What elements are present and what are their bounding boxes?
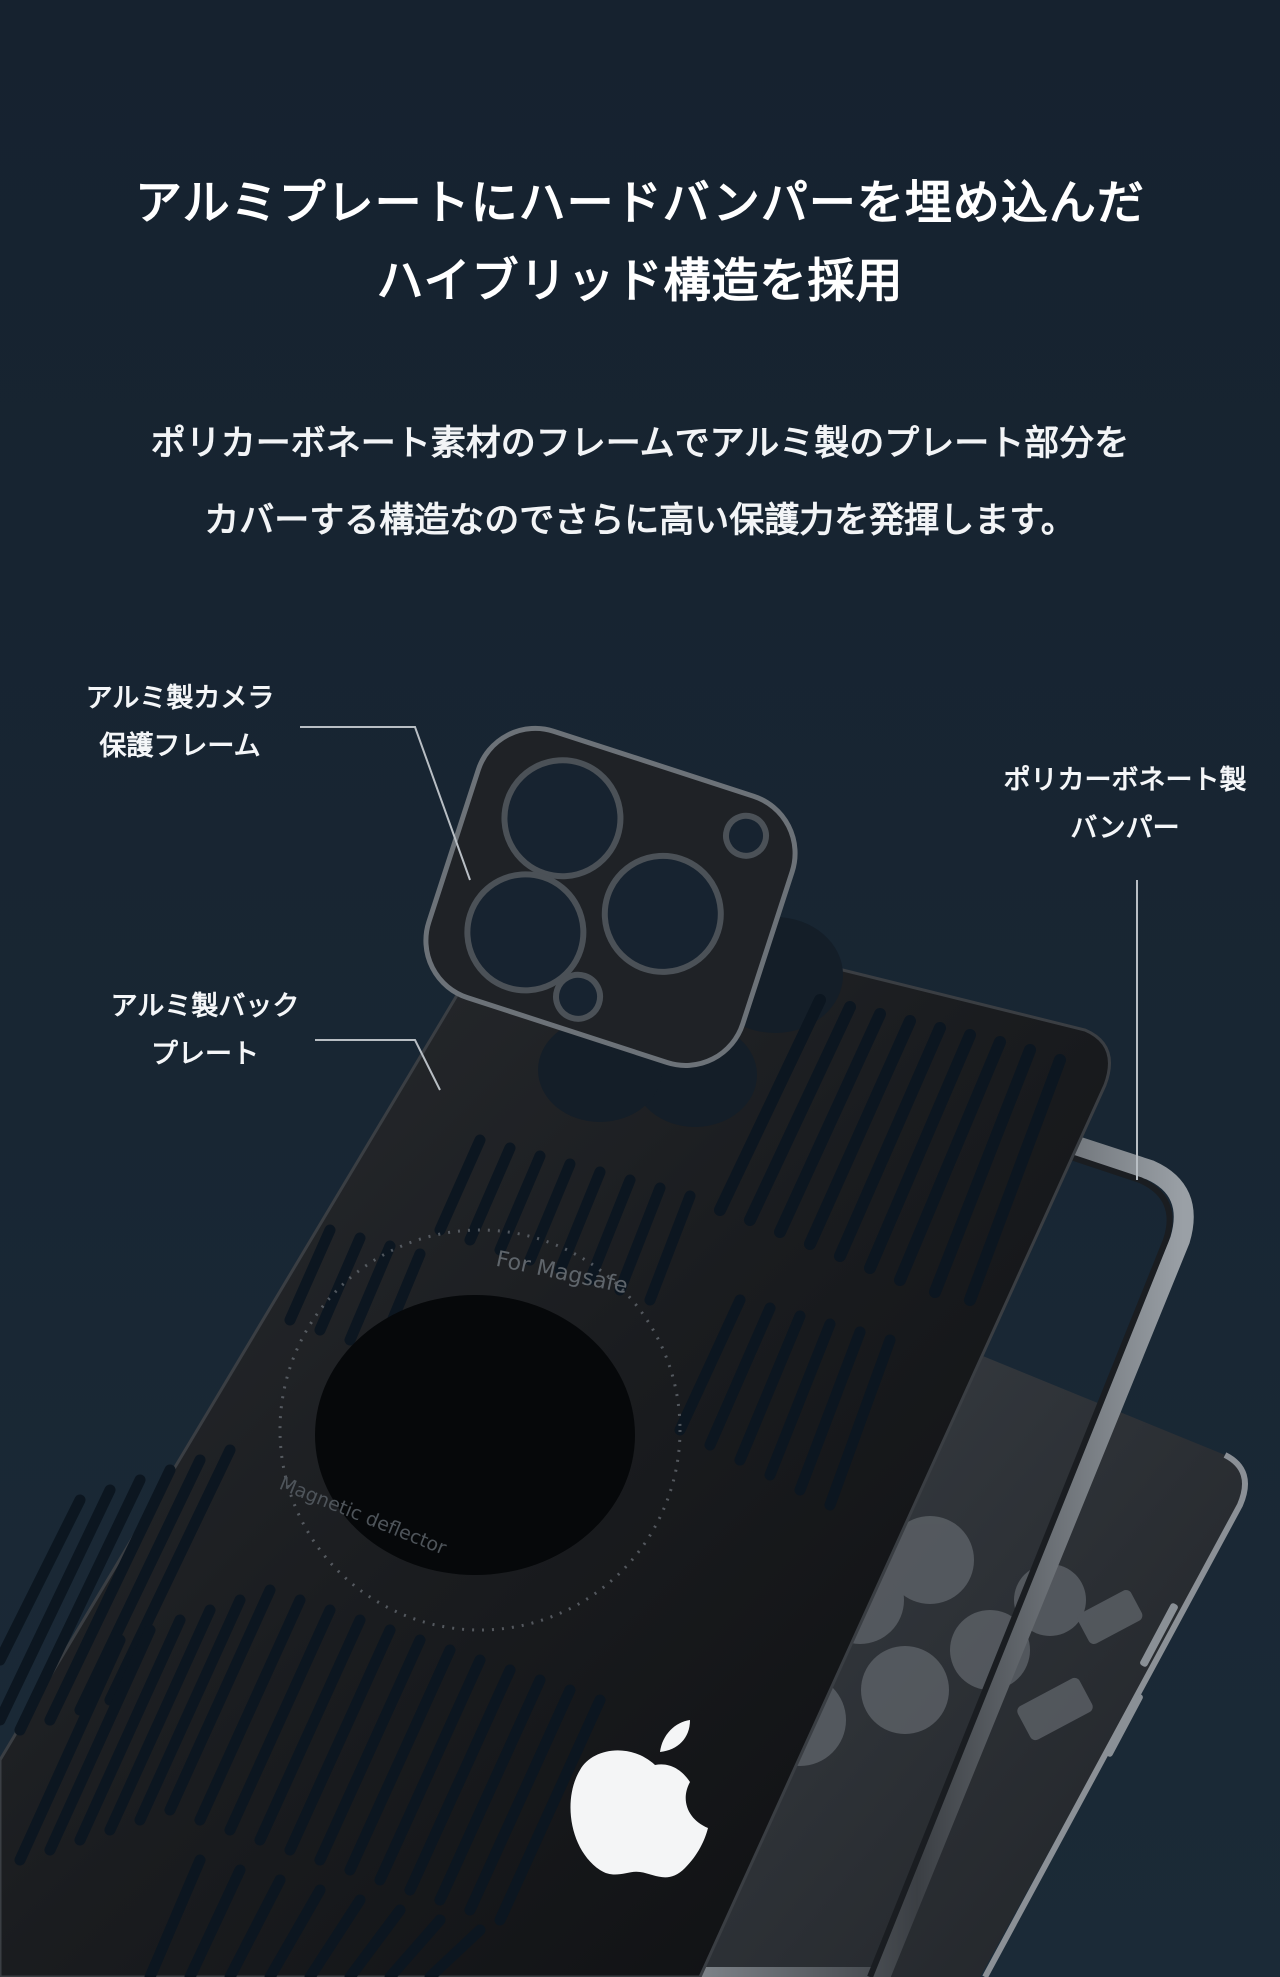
headline-line-1: アルミプレートにハードバンパーを埋め込んだ xyxy=(135,176,1145,231)
callout-camera-line-1: アルミ製カメラ xyxy=(85,683,275,714)
callout-bumper-line-1: ポリカーボネート製 xyxy=(1003,765,1247,796)
description-line-2: カバーする構造なのでさらに高い保護力を発揮します。 xyxy=(204,501,1076,541)
callout-bumper: ポリカーボネート製 バンパー xyxy=(985,757,1265,853)
camera-protection-frame xyxy=(423,725,798,1068)
callout-back-line-1: アルミ製バック xyxy=(110,991,300,1022)
description-line-1: ポリカーボネート素材のフレームでアルミ製のプレート部分を xyxy=(150,424,1130,464)
callout-leader-lines xyxy=(300,726,1138,1180)
callout-back-plate: アルミ製バック プレート xyxy=(85,983,325,1079)
callout-back-line-2: プレート xyxy=(151,1039,259,1070)
headline: アルミプレートにハードバンパーを埋め込んだ ハイブリッド構造を採用 xyxy=(0,165,1280,321)
leader-line-camera xyxy=(300,726,471,881)
callout-camera-line-2: 保護フレーム xyxy=(99,731,261,762)
headline-line-2: ハイブリッド構造を採用 xyxy=(376,254,904,309)
apple-logo-icon xyxy=(570,1720,708,1878)
description: ポリカーボネート素材のフレームでアルミ製のプレート部分を カバーする構造なのでさ… xyxy=(0,406,1280,560)
callout-camera-frame: アルミ製カメラ 保護フレーム xyxy=(60,675,300,771)
leader-line-back xyxy=(315,1039,441,1091)
callout-bumper-line-2: バンパー xyxy=(1070,813,1180,844)
